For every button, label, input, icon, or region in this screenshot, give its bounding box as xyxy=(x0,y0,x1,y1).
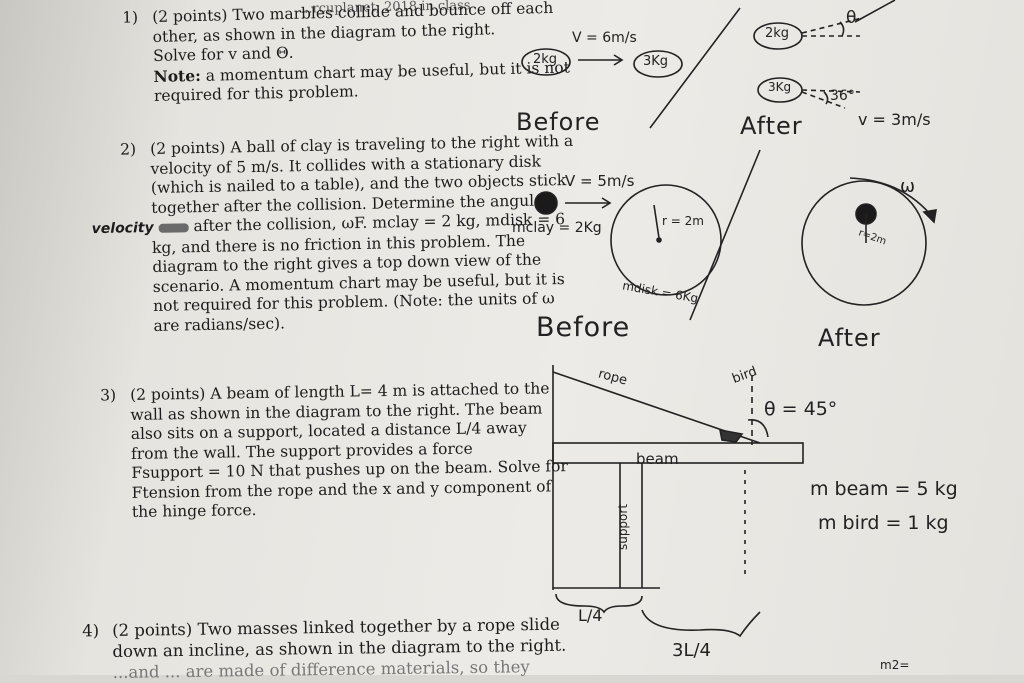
before-after-divider-2 xyxy=(689,149,761,321)
three-quarter-length-label: 3L/4 xyxy=(672,640,711,661)
velocity-label-after: v = 3m/s xyxy=(858,110,931,129)
mass-label-3kg-after: 3Kg xyxy=(768,80,792,94)
velocity-label-before: V = 6m/s xyxy=(572,30,637,46)
clay-ball xyxy=(534,191,558,215)
before-label-1: Before xyxy=(516,108,601,136)
omega-arrow xyxy=(849,177,931,215)
beam-label: beam xyxy=(636,450,679,468)
beam-rect xyxy=(552,442,804,464)
bird-mass-label: m bird = 1 kg xyxy=(818,512,949,534)
angle-theta-label: θ xyxy=(846,8,857,28)
before-label-2: Before xyxy=(536,312,631,343)
omega-label: ω xyxy=(900,176,916,197)
disk-after xyxy=(801,180,927,306)
angle-36-label: 36° xyxy=(830,88,855,104)
m2-fragment-label: m2= xyxy=(880,658,910,672)
mass-label-3kg: 3Kg xyxy=(643,54,669,69)
before-after-divider-1 xyxy=(649,7,741,129)
disk-radius-label: r = 2m xyxy=(662,214,704,228)
angle-45-label: θ = 45° xyxy=(764,398,838,420)
mass-2kg-before xyxy=(521,48,571,76)
velocity-label-clay: V = 5m/s xyxy=(565,172,635,190)
quarter-length-label: L/4 xyxy=(578,606,603,625)
mass-3kg-before xyxy=(633,50,683,78)
disk-before xyxy=(610,184,722,296)
brace-three-quarter xyxy=(641,609,761,638)
clay-mass-label: mclay = 2Kg xyxy=(512,220,602,236)
after-label-2: After xyxy=(818,324,881,352)
support-label: support xyxy=(616,503,631,551)
after-label-1: After xyxy=(740,112,803,140)
bird-shape xyxy=(718,429,744,443)
mass-label-2kg: 2kg xyxy=(533,52,558,67)
mass-label-2kg-after: 2kg xyxy=(765,26,790,41)
brace-quarter xyxy=(555,593,643,614)
beam-mass-label: m beam = 5 kg xyxy=(810,478,958,500)
